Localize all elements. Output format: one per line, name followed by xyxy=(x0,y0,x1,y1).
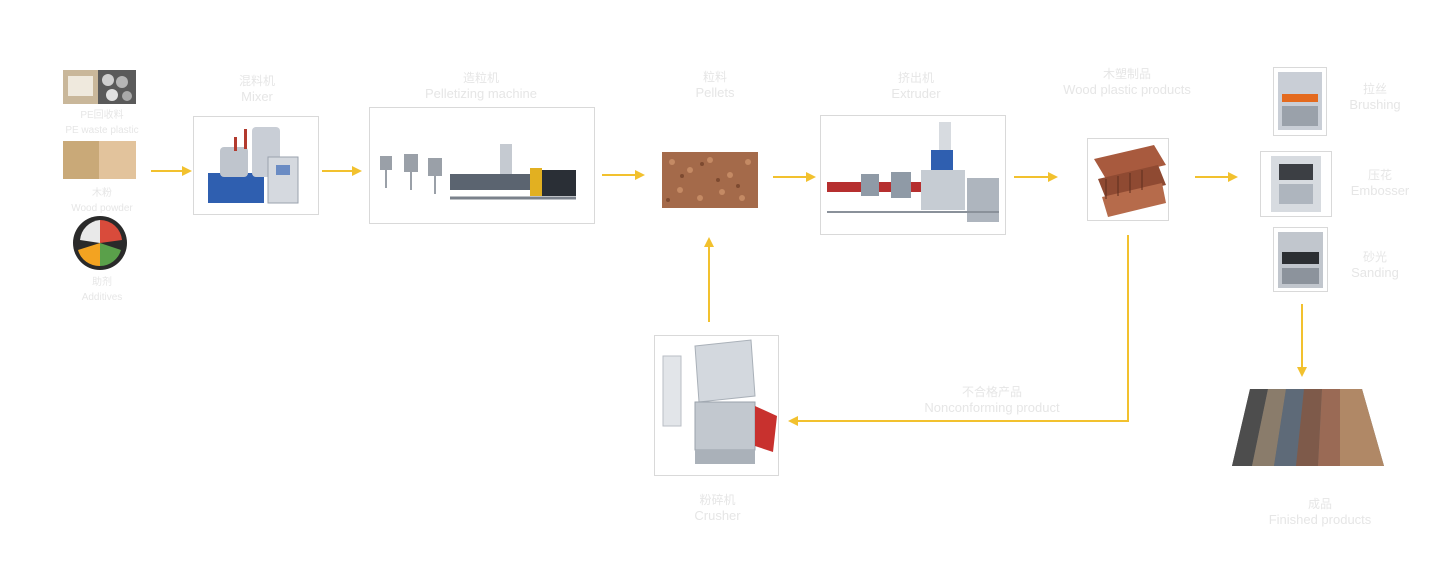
wpc-products-label: 木塑制品 Wood plastic products xyxy=(1063,67,1191,97)
extruder-image xyxy=(820,115,1006,235)
extruder-label: 挤出机 Extruder xyxy=(891,71,941,101)
wood-powder-label: 木粉 Wood powder xyxy=(71,188,133,214)
additives-image xyxy=(73,216,127,270)
brushing-label: 拉丝 Brushing xyxy=(1349,82,1401,112)
pellets-label: 粒料 Pellets xyxy=(695,70,735,100)
brushing-machine-image xyxy=(1273,67,1327,136)
pelletizing-machine-image xyxy=(369,107,595,224)
finished-products-label: 成品 Finished products xyxy=(1268,497,1372,527)
sanding-machine-image xyxy=(1273,227,1328,292)
embosser-label: 压花 Embosser xyxy=(1350,168,1410,198)
pelletizing-label: 造粒机 Pelletizing machine xyxy=(424,71,537,101)
wpc-products-image xyxy=(1087,138,1169,221)
additives-label: 助剂 Additives xyxy=(81,277,123,303)
crusher-label: 粉碎机 Crusher xyxy=(694,493,741,523)
mixer-image xyxy=(193,116,319,215)
crusher-image xyxy=(654,335,779,476)
embosser-image xyxy=(1260,151,1332,217)
nonconforming-label: 不合格产品 Nonconforming product xyxy=(924,385,1060,415)
wood-powder-image xyxy=(63,141,136,179)
pe-waste-image xyxy=(63,70,136,104)
pe-waste-label: PE回收料 PE waste plastic xyxy=(65,110,139,136)
mixer-label: 混料机 Mixer xyxy=(238,74,275,104)
sanding-label: 砂光 Sanding xyxy=(1351,250,1399,280)
arrow-products-to-crusher xyxy=(788,235,1129,426)
